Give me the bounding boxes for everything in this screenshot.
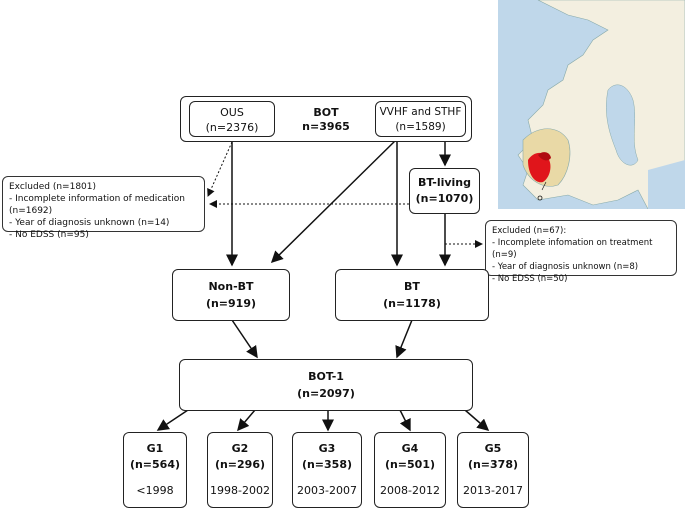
group-years: 2008-2012 (380, 484, 440, 497)
excluded-1-item: - Incomplete information of medication (… (9, 194, 185, 216)
vvhf-count: (n=1589) (395, 121, 446, 133)
excluded-box-1: Excluded (n=1801) - Incomplete informati… (2, 176, 205, 240)
bt-box: BT (n=1178) (335, 269, 489, 321)
excluded-2-item: - Year of diagnosis unknown (n=8) (492, 262, 639, 272)
excluded-2-title: Excluded (n=67): (492, 226, 567, 236)
bt-living-box: BT-living (n=1070) (409, 168, 480, 214)
group-box-g5: G5 (n=378) 2013-2017 (457, 432, 529, 508)
non-bt-count: (n=919) (205, 297, 257, 310)
excluded-box-2: Excluded (n=67): - Incomplete infomation… (485, 220, 677, 284)
ous-box: OUS (n=2376) (189, 101, 275, 137)
group-box-g1: G1 (n=564) <1998 (123, 432, 187, 508)
bot1-box: BOT-1 (n=2097) (179, 359, 473, 411)
bt-living-count: (n=1070) (415, 192, 474, 205)
group-box-g2: G2 (n=296) 1998-2002 (207, 432, 273, 508)
group-years: <1998 (136, 484, 174, 497)
group-count: (n=564) (129, 458, 181, 471)
bt-count: (n=1178) (383, 297, 441, 310)
bot1-count: (n=2097) (297, 387, 355, 400)
vvhf-box: VVHF and STHF (n=1589) (375, 101, 466, 137)
vvhf-name: VVHF and STHF (379, 106, 462, 118)
group-count: (n=358) (301, 458, 353, 471)
non-bt-box: Non-BT (n=919) (172, 269, 290, 321)
bot-title: BOT (313, 106, 339, 119)
bot-count: n=3965 (302, 120, 350, 133)
group-years: 2003-2007 (297, 484, 357, 497)
group-name: G4 (401, 442, 419, 455)
group-name: G1 (146, 442, 164, 455)
norway-map-icon (498, 0, 685, 209)
excluded-1-item: - Year of diagnosis unknown (n=14) (9, 218, 170, 228)
group-count: (n=296) (214, 458, 266, 471)
group-name: G5 (484, 442, 502, 455)
group-name: G3 (318, 442, 336, 455)
ous-count: (n=2376) (205, 121, 259, 134)
excluded-2-item: - Incomplete infomation on treatment (n=… (492, 238, 653, 260)
bt-living-title: BT-living (417, 176, 472, 189)
group-box-g4: G4 (n=501) 2008-2012 (374, 432, 446, 508)
ous-name: OUS (220, 106, 244, 119)
group-years: 1998-2002 (210, 484, 270, 497)
group-count: (n=501) (384, 458, 436, 471)
excluded-2-item: - No EDSS (n=50) (492, 274, 568, 284)
non-bt-title: Non-BT (208, 280, 254, 293)
group-years: 2013-2017 (463, 484, 523, 497)
bt-title: BT (404, 280, 420, 293)
bot1-title: BOT-1 (308, 370, 344, 383)
excluded-1-item: - No EDSS (n=95) (9, 230, 89, 240)
group-box-g3: G3 (n=358) 2003-2007 (292, 432, 362, 508)
excluded-1-title: Excluded (n=1801) (9, 182, 97, 192)
group-name: G2 (231, 442, 249, 455)
group-count: (n=378) (467, 458, 519, 471)
